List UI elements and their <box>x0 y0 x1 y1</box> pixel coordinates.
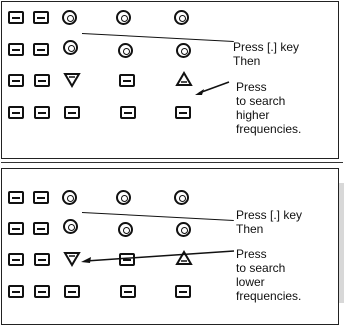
keypad-key <box>8 222 24 235</box>
keypad-key <box>33 11 49 24</box>
keypad-key <box>118 43 133 58</box>
keypad-key <box>8 191 24 204</box>
keypad-key <box>174 10 189 25</box>
instruction-line-2: Then <box>236 222 264 236</box>
keypad-key <box>175 106 191 119</box>
keypad-key <box>176 43 191 58</box>
divider <box>1 162 343 163</box>
keypad-key <box>33 43 49 56</box>
keypad-key <box>8 285 24 298</box>
keypad-key <box>116 10 131 25</box>
keypad-key <box>64 285 80 298</box>
keypad-key <box>118 222 133 237</box>
instruction-line-1: Press [.] key <box>233 40 300 54</box>
leader-arrow <box>81 250 235 263</box>
instruction-line-2: Then <box>233 54 261 68</box>
keypad-key <box>34 106 50 119</box>
keypad-key <box>120 106 136 119</box>
keypad-key <box>34 285 50 298</box>
panel-higher-frequencies <box>1 1 339 159</box>
keypad-key <box>8 74 24 87</box>
keypad-key <box>8 43 24 56</box>
keypad-key <box>34 253 50 266</box>
instruction-line-4: to search <box>236 94 286 108</box>
keypad-key <box>116 190 131 205</box>
keypad-key <box>64 106 80 119</box>
keypad-key <box>120 285 136 298</box>
dot-key <box>63 40 78 55</box>
keypad-key <box>8 106 24 119</box>
keypad-key <box>119 253 135 266</box>
instruction-line-3: Press <box>236 80 267 94</box>
triangle-up-icon <box>175 250 193 265</box>
triangle-up-icon <box>175 71 193 86</box>
instruction-line-5: higher <box>236 108 270 122</box>
leader-arrow <box>195 81 230 95</box>
triangle-down-icon <box>63 252 81 267</box>
keypad-key <box>175 285 191 298</box>
keypad-key <box>176 222 191 237</box>
instruction-line-3: Press <box>236 247 267 261</box>
triangle-down-icon <box>63 73 81 88</box>
keypad-key <box>33 222 49 235</box>
instruction-line-6: frequencies. <box>236 289 302 303</box>
keypad-key <box>8 11 24 24</box>
keypad-key <box>62 190 77 205</box>
instruction-line-1: Press [.] key <box>236 208 303 222</box>
keypad-key <box>62 10 77 25</box>
instruction-line-5: lower <box>236 275 265 289</box>
keypad-key <box>33 191 49 204</box>
keypad-key <box>34 74 50 87</box>
keypad-key <box>119 74 135 87</box>
instruction-line-6: frequencies. <box>236 122 302 136</box>
dot-key <box>63 219 78 234</box>
keypad-key <box>8 253 24 266</box>
instruction-line-4: to search <box>236 261 286 275</box>
panel-lower-frequencies <box>1 168 339 325</box>
edge-shadow <box>339 183 344 303</box>
keypad-key <box>174 190 189 205</box>
